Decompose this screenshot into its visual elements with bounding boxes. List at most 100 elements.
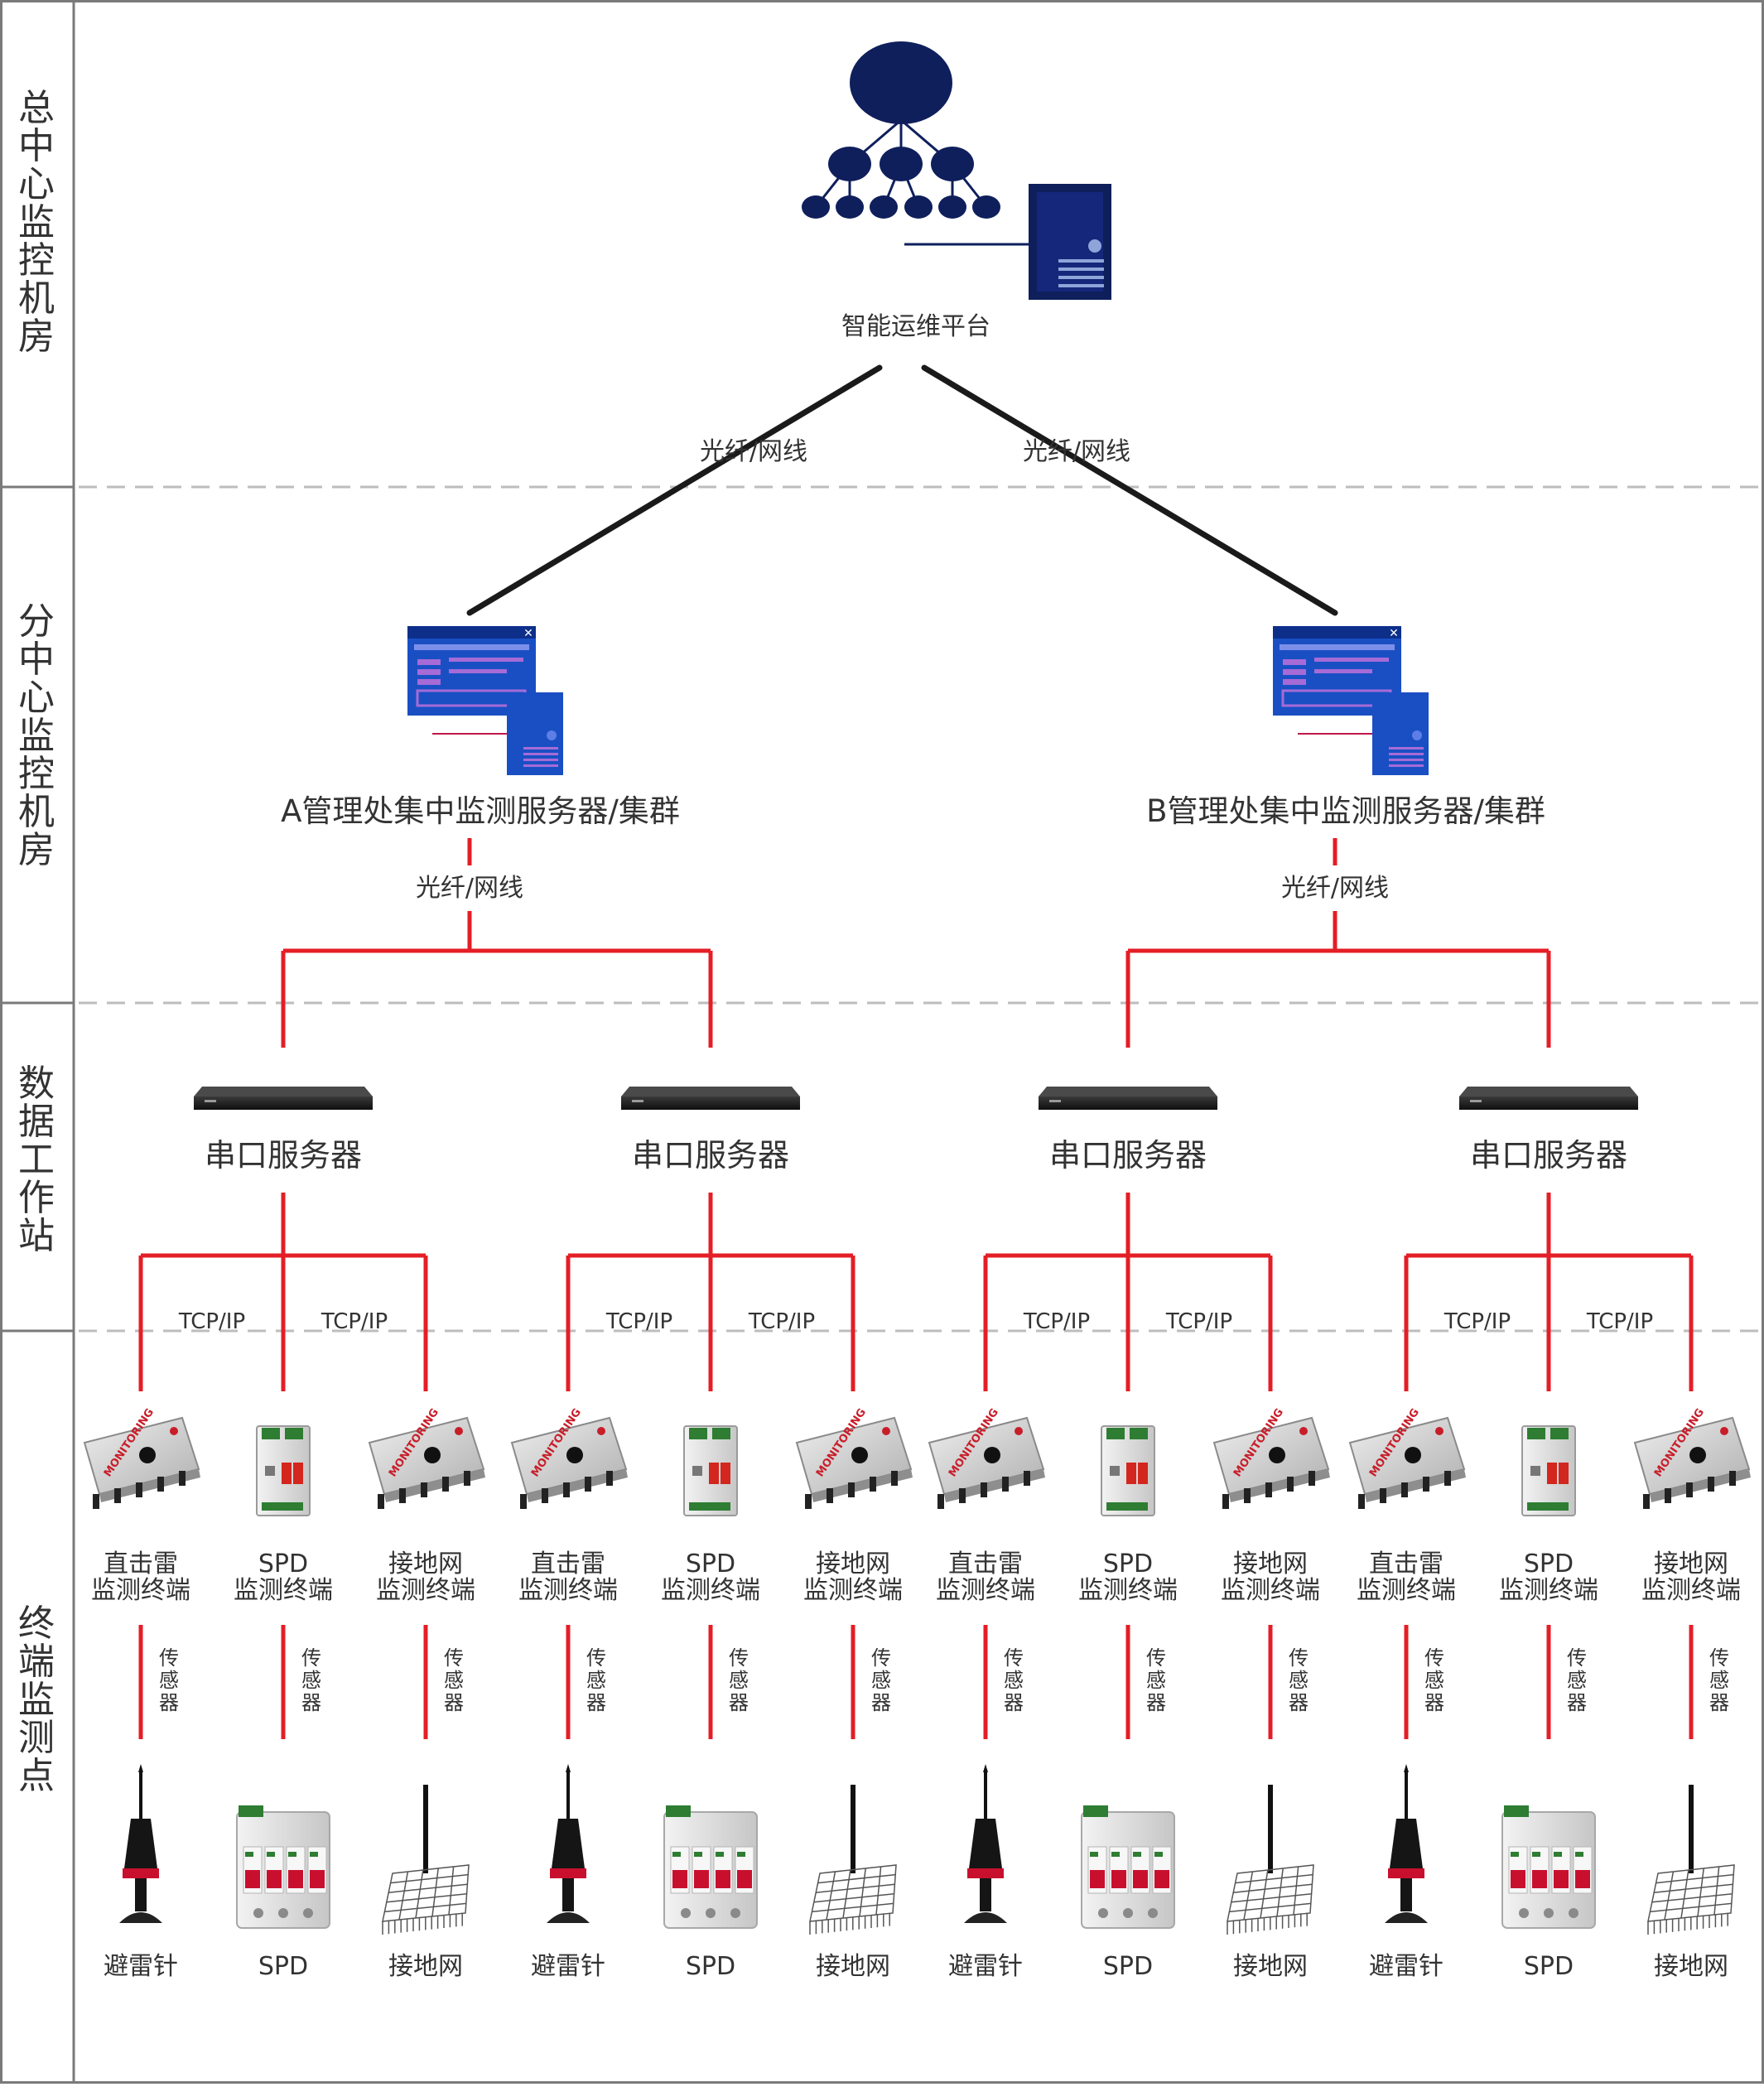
device-label: 接地网 (816, 1952, 890, 1981)
center-link-label: 光纤/网线 (416, 874, 523, 903)
sensor-label: 传感器 (1567, 1646, 1587, 1714)
spd-terminal-icon (1521, 1425, 1576, 1516)
device-label: SPD (1103, 1952, 1153, 1981)
terminal-label-line2: 监测终端 (1499, 1576, 1598, 1605)
sensor-label: 传感器 (301, 1646, 321, 1714)
server-window-icon: ✕ (407, 626, 563, 775)
serial-server-icon (194, 1087, 373, 1110)
server-window-icon: ✕ (1273, 626, 1429, 775)
sensor-label: 传感器 (729, 1646, 749, 1714)
monitoring-box-icon: MONITORING (83, 1406, 200, 1509)
sensor-label: 传感器 (1424, 1646, 1444, 1714)
sensor-label: 传感器 (159, 1646, 179, 1714)
monitoring-box-icon: MONITORING (928, 1406, 1045, 1509)
serial-fork (566, 1193, 855, 1391)
terminal-label-line2: 监测终端 (661, 1576, 760, 1605)
layer-label: 总中心监控机房 (18, 87, 55, 358)
tcpip-label: TCP/IP (1443, 1309, 1511, 1334)
terminal-label-line1: 直击雷 (1369, 1550, 1443, 1579)
serial-server-label: 串口服务器 (205, 1137, 362, 1174)
tcpip-label: TCP/IP (1586, 1309, 1653, 1334)
device-label: 接地网 (1233, 1952, 1308, 1981)
terminal-label-line2: 监测终端 (1357, 1576, 1456, 1605)
terminal-label-line2: 监测终端 (1221, 1576, 1320, 1605)
sensor-label: 传感器 (586, 1646, 606, 1714)
tcpip-label: TCP/IP (321, 1309, 388, 1334)
tcpip-label: TCP/IP (605, 1309, 672, 1334)
grounding-grid-icon (1227, 1785, 1314, 1935)
spd-terminal-icon (1101, 1425, 1155, 1516)
terminal-label-line1: 接地网 (816, 1550, 890, 1579)
terminal-label-line1: SPD (1524, 1550, 1574, 1579)
network-server-icon (802, 41, 1111, 300)
lightning-rod-icon (119, 1764, 162, 1923)
layer-label: 数据工作站 (18, 1063, 55, 1257)
grounding-grid-icon (809, 1785, 897, 1935)
serial-server-icon (1459, 1087, 1638, 1110)
monitoring-box-icon: MONITORING (795, 1406, 913, 1509)
terminal-label-line2: 监测终端 (376, 1576, 475, 1605)
device-label: 接地网 (388, 1952, 463, 1981)
serial-server-icon (1039, 1087, 1217, 1110)
terminal-label-line1: SPD (1103, 1550, 1153, 1579)
device-label: 避雷针 (948, 1952, 1023, 1981)
center-fork (1125, 911, 1551, 1048)
layer-label: 分中心监控机房 (18, 600, 55, 871)
lightning-rod-icon (1385, 1764, 1428, 1923)
tcpip-label: TCP/IP (1023, 1309, 1090, 1334)
sensor-label: 传感器 (1289, 1646, 1309, 1714)
device-label: SPD (686, 1952, 735, 1981)
red-wires: 光纤/网线 光纤/网线 TCP/IP TCP/IP TCP/IP TCP/IP TCP/IP… (138, 838, 1694, 1739)
center-label: B管理处集中监测服务器/集群 (1146, 793, 1545, 829)
lightning-rod-icon (547, 1764, 590, 1923)
spd-device-icon (236, 1805, 330, 1929)
grounding-grid-icon (382, 1785, 470, 1935)
tcpip-label: TCP/IP (1165, 1309, 1232, 1334)
platform-label: 智能运维平台 (841, 312, 990, 341)
sensor-label: 传感器 (444, 1646, 464, 1714)
device-label: SPD (1524, 1952, 1574, 1981)
top-link-label-b: 光纤/网线 (1023, 437, 1130, 466)
grounding-grid-icon (1647, 1785, 1735, 1935)
terminal-label-line1: 接地网 (1233, 1550, 1308, 1579)
device-label: 避雷针 (104, 1952, 178, 1981)
tcpip-label: TCP/IP (178, 1309, 245, 1334)
terminal-label-line1: 接地网 (388, 1550, 463, 1579)
spd-device-icon (1501, 1805, 1596, 1929)
terminal-label-line1: 接地网 (1654, 1550, 1728, 1579)
svg-text:✕: ✕ (1389, 627, 1399, 640)
device-label: 避雷针 (531, 1952, 605, 1981)
device-label: SPD (258, 1952, 308, 1981)
terminal-label-line1: 直击雷 (531, 1550, 605, 1579)
monitoring-box-icon: MONITORING (1212, 1406, 1330, 1509)
device-label: 避雷针 (1369, 1952, 1443, 1981)
terminal-label-line1: 直击雷 (104, 1550, 178, 1579)
terminal-label-line2: 监测终端 (936, 1576, 1035, 1605)
terminal-label-line2: 监测终端 (1078, 1576, 1178, 1605)
serial-fork (1404, 1193, 1694, 1391)
terminal-label-line2: 监测终端 (234, 1576, 333, 1605)
terminal-label-line1: SPD (686, 1550, 735, 1579)
center-fork (281, 911, 713, 1048)
tcpip-label: TCP/IP (748, 1309, 815, 1334)
layer-label: 终端监测点 (18, 1603, 55, 1797)
sensor-label: 传感器 (871, 1646, 891, 1714)
lightning-rod-icon (964, 1764, 1007, 1923)
terminal-label-line1: 直击雷 (948, 1550, 1023, 1579)
terminals: MONITORING直击雷监测终端传感器避雷针SPD监测终端传感器SPDMONI… (83, 1406, 1751, 1981)
sensor-label: 传感器 (1004, 1646, 1024, 1714)
terminal-label-line2: 监测终端 (91, 1576, 190, 1605)
serial-fork (983, 1193, 1273, 1391)
top-link-label-a: 光纤/网线 (700, 437, 807, 466)
sensor-label: 传感器 (1146, 1646, 1166, 1714)
monitoring-box-icon: MONITORING (510, 1406, 628, 1509)
center-link-label: 光纤/网线 (1281, 874, 1389, 903)
serial-server-label: 串口服务器 (1470, 1137, 1627, 1174)
monitoring-box-icon: MONITORING (1633, 1406, 1751, 1509)
monitoring-box-icon: MONITORING (368, 1406, 485, 1509)
terminal-label-line2: 监测终端 (1641, 1576, 1741, 1605)
